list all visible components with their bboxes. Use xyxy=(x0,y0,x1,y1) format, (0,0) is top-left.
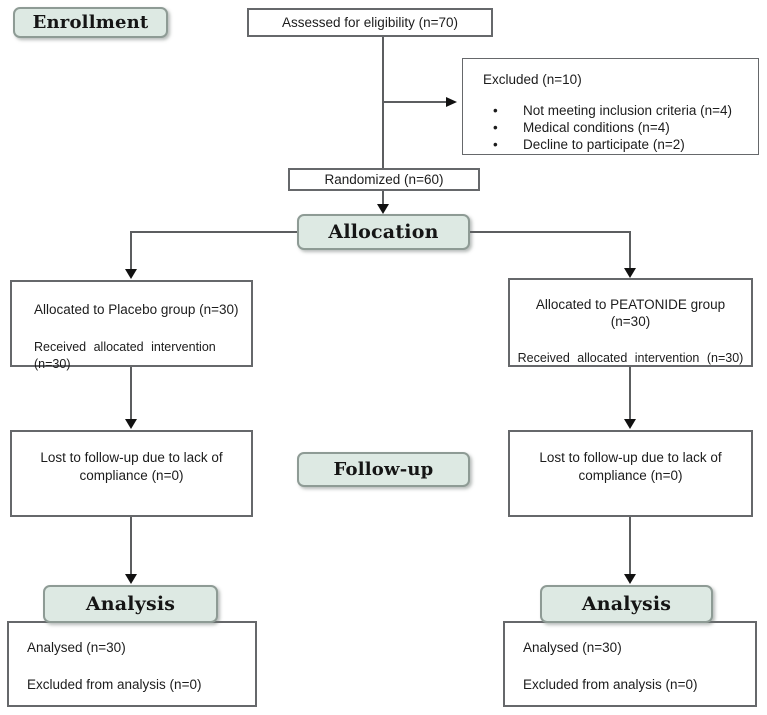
analysed-right-line2: Excluded from analysis (n=0) xyxy=(523,677,698,692)
connector-right-followup xyxy=(629,367,631,420)
stage-label-enrollment: Enrollment xyxy=(13,7,168,38)
connector-branch-right-vertical xyxy=(629,231,631,270)
excluded-item-text: Decline to participate (n=2) xyxy=(523,137,685,152)
excluded-list: • Not meeting inclusion criteria (n=4) •… xyxy=(483,102,750,153)
connector-excluded xyxy=(384,101,446,103)
arrowhead-allocation-icon xyxy=(377,204,389,214)
arrowhead-analysis-right-icon xyxy=(624,574,636,584)
connector-assessed-randomized xyxy=(382,37,384,168)
lost-followup-right-text: Lost to follow-up due to lack of complia… xyxy=(539,449,722,483)
stage-label-allocation: Allocation xyxy=(297,214,470,250)
excluded-item: • Not meeting inclusion criteria (n=4) xyxy=(493,102,750,119)
connector-branch-left-horizontal xyxy=(130,231,297,233)
stage-label-analysis-right: Analysis xyxy=(540,585,713,623)
allocated-peatonide-line1: Allocated to PEATONIDE group (n=30) xyxy=(535,297,726,329)
allocated-peatonide-box: Allocated to PEATONIDE group (n=30) Rece… xyxy=(508,278,753,367)
connector-branch-left-vertical xyxy=(130,231,132,270)
analysed-left-line2: Excluded from analysis (n=0) xyxy=(27,677,202,692)
stage-label-analysis-left: Analysis xyxy=(43,585,218,623)
allocated-peatonide-line2: Received allocated intervention (n=30) xyxy=(517,351,744,365)
allocated-placebo-line2: Received allocated intervention (n=30) xyxy=(34,340,216,371)
analysed-right-line1: Analysed (n=30) xyxy=(523,640,622,655)
excluded-item: • Decline to participate (n=2) xyxy=(493,136,750,153)
excluded-box: Excluded (n=10) • Not meeting inclusion … xyxy=(462,58,759,155)
stage-label-followup: Follow-up xyxy=(297,452,470,487)
lost-followup-left-box: Lost to follow-up due to lack of complia… xyxy=(10,430,253,517)
connector-randomized-allocation xyxy=(382,191,384,205)
excluded-item-text: Not meeting inclusion criteria (n=4) xyxy=(523,103,732,118)
excluded-item: • Medical conditions (n=4) xyxy=(493,119,750,136)
arrowhead-excluded-icon xyxy=(446,97,457,107)
connector-left-followup xyxy=(130,367,132,420)
randomized-box: Randomized (n=60) xyxy=(288,168,480,191)
excluded-title: Excluded (n=10) xyxy=(483,72,582,87)
excluded-item-text: Medical conditions (n=4) xyxy=(523,120,670,135)
assessed-box: Assessed for eligibility (n=70) xyxy=(247,8,493,37)
arrowhead-analysis-left-icon xyxy=(125,574,137,584)
bullet-icon: • xyxy=(493,137,498,152)
analysed-left-line1: Analysed (n=30) xyxy=(27,640,126,655)
arrowhead-alloc-left-icon xyxy=(125,269,137,279)
connector-left-analysis xyxy=(130,517,132,575)
analysed-left-box: Analysed (n=30) Excluded from analysis (… xyxy=(7,621,257,707)
connector-right-analysis xyxy=(629,517,631,575)
allocated-placebo-line1: Allocated to Placebo group (n=30) xyxy=(34,302,239,317)
lost-followup-left-text: Lost to follow-up due to lack of complia… xyxy=(40,449,223,483)
arrowhead-followup-right-icon xyxy=(624,419,636,429)
connector-branch-right-horizontal xyxy=(470,231,631,233)
lost-followup-right-box: Lost to follow-up due to lack of complia… xyxy=(508,430,753,517)
arrowhead-followup-left-icon xyxy=(125,419,137,429)
arrowhead-alloc-right-icon xyxy=(624,268,636,278)
bullet-icon: • xyxy=(493,120,498,135)
allocated-placebo-box: Allocated to Placebo group (n=30) Receiv… xyxy=(10,280,253,371)
bullet-icon: • xyxy=(493,103,498,118)
analysed-right-box: Analysed (n=30) Excluded from analysis (… xyxy=(503,621,757,707)
